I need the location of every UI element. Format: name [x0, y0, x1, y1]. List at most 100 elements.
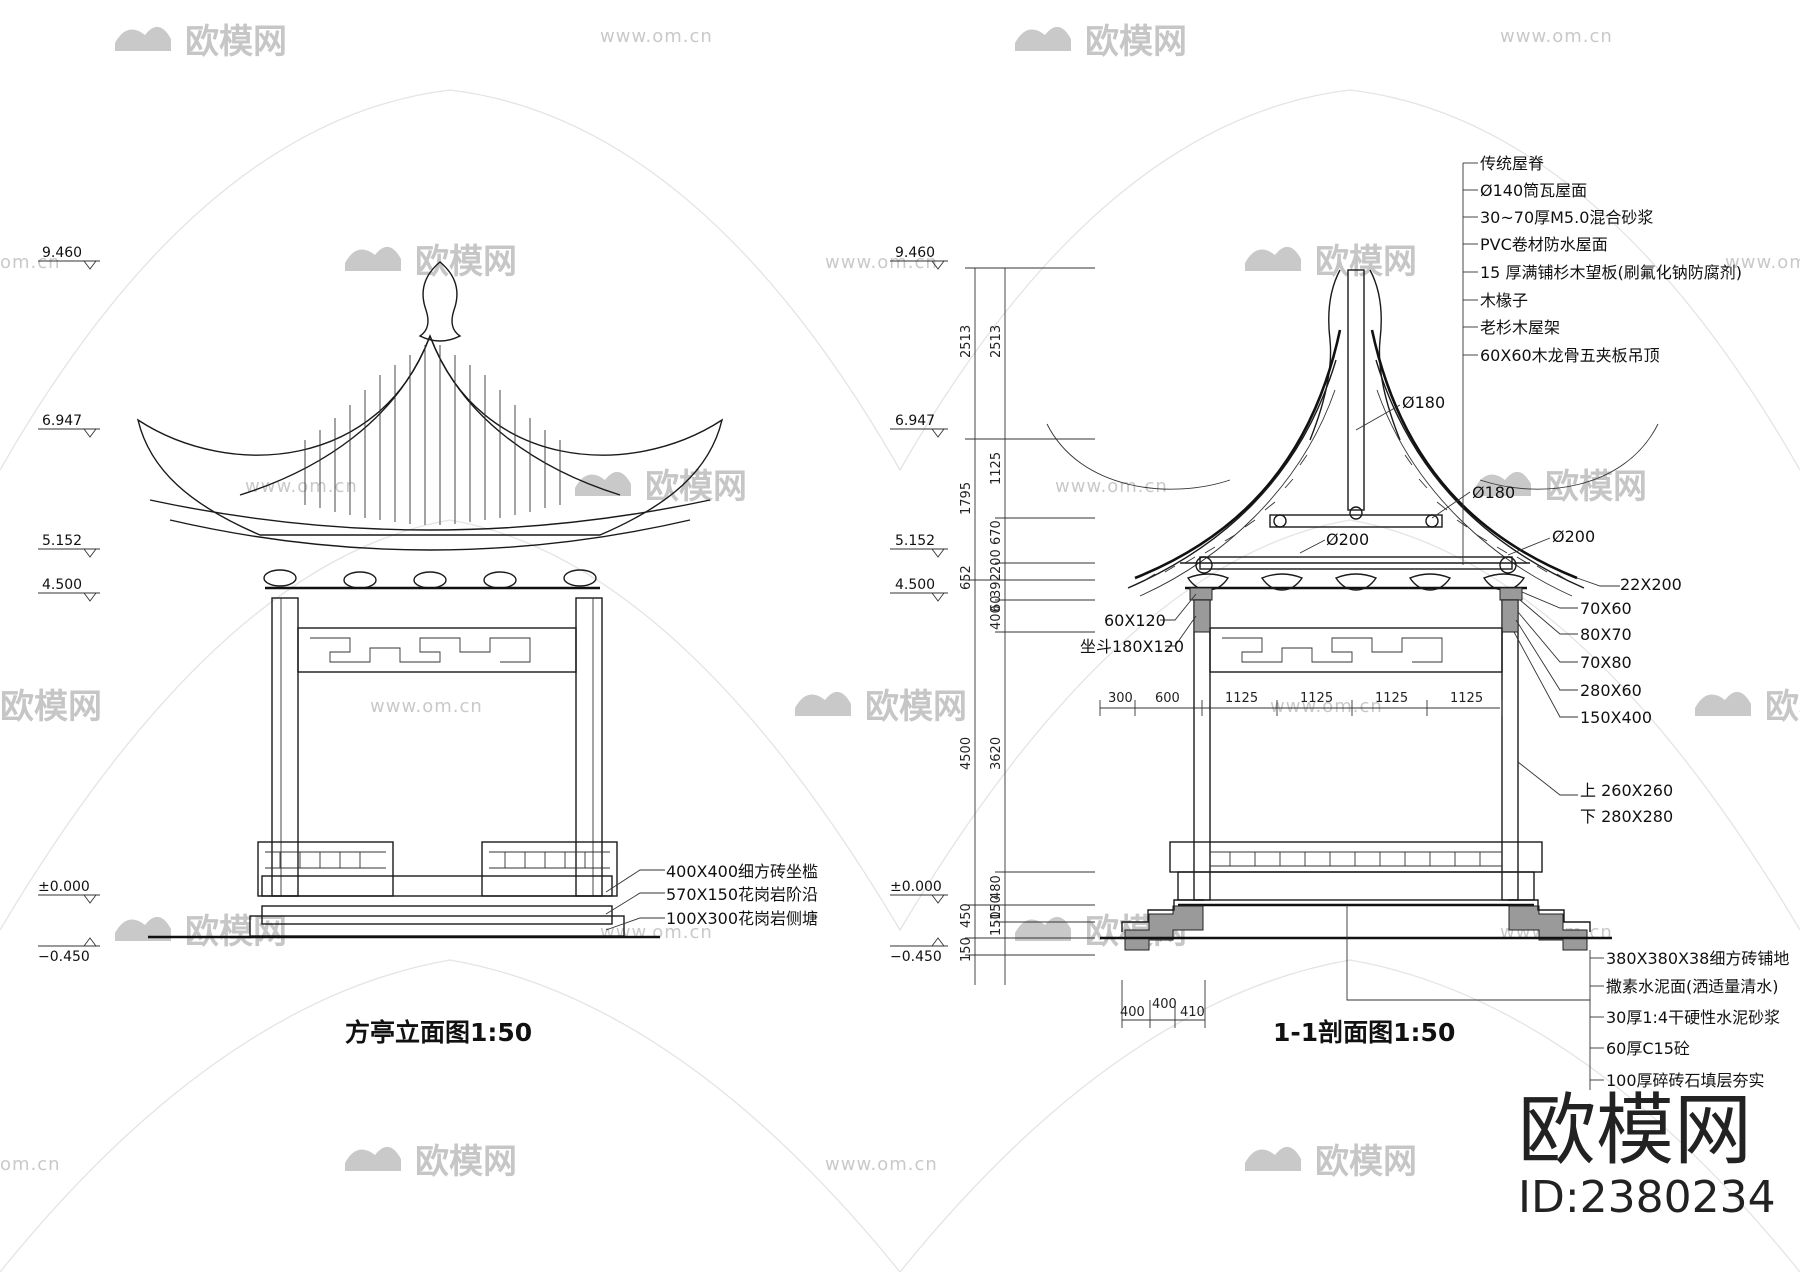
note-rubble-fill: 100厚碎砖石填层夯实 — [1606, 1071, 1765, 1090]
note-granite-step: 570X150花岗岩阶沿 — [666, 885, 818, 904]
lattice-frieze — [297, 627, 577, 673]
label-fascia: 22X200 — [1620, 575, 1682, 594]
section-drawing: 9.460 6.947 5.152 4.500 ±0.000 −0.450 — [890, 154, 1789, 1090]
note-roof-ridge: 传统屋脊 — [1480, 154, 1544, 173]
note-tile-roof: Ø140筒瓦屋面 — [1480, 181, 1587, 200]
elevation-notes: 400X400细方砖坐槛 570X150花岗岩阶沿 100X300花岗岩侧塘 — [605, 862, 818, 931]
vertical-dimension-labels: 2513 1795 652 4500 450 150 2513 1125 670… — [959, 325, 1004, 962]
watermark-logo: 欧模网 — [345, 242, 517, 282]
brand-block: 欧模网 ID:2380234 — [1518, 1086, 1776, 1223]
level-label: 5.152 — [42, 533, 82, 549]
label-member-80x70: 80X70 — [1580, 625, 1632, 644]
dim-label: 200 — [989, 549, 1004, 574]
dim-label: 410 — [1180, 1005, 1205, 1020]
dim-label: 150 — [959, 937, 974, 962]
dim-label: 1795 — [959, 482, 974, 515]
watermark-brand: 欧模网 — [865, 687, 967, 727]
section-column-right — [1501, 599, 1519, 901]
note-bench-tile: 400X400细方砖坐槛 — [666, 862, 818, 881]
dim-label: 1125 — [1300, 691, 1333, 706]
note-roof-board: 15 厚满铺杉木望板(刷氟化钠防腐剂) — [1480, 263, 1742, 282]
note-mortar: 30~70厚M5.0混合砂浆 — [1480, 208, 1653, 227]
dim-label: 480 — [989, 875, 1004, 900]
dim-label: 2513 — [959, 325, 974, 358]
watermark-logo: 欧模网 — [1245, 242, 1417, 282]
label-column-top: 上 260X260 — [1580, 781, 1673, 800]
model-id: ID:2380234 — [1518, 1172, 1776, 1223]
watermark-brand: 欧模网 — [1545, 467, 1647, 507]
dim-label: 4500 — [959, 737, 974, 770]
elevation-level-markers: 9.460 6.947 5.152 4.500 ±0.000 −0.450 — [38, 245, 100, 965]
label-member-60x120: 60X120 — [1104, 611, 1166, 630]
section-brackets — [1186, 573, 1526, 591]
watermark-logo: 欧模网 — [1015, 22, 1187, 62]
dim-label: 652 — [959, 565, 974, 590]
watermark-url: www.om.cn — [600, 26, 713, 47]
note-pvc-membrane: PVC卷材防水屋面 — [1480, 235, 1608, 254]
section-caption: 1-1剖面图1:50 — [1273, 1018, 1455, 1047]
column-right — [575, 597, 603, 897]
watermark-logo: 欧模网 — [1475, 467, 1647, 507]
dim-label: 1125 — [1450, 691, 1483, 706]
horizontal-dimension-chain: 300 600 1125 1125 1125 1125 — [1099, 691, 1503, 716]
section-lattice-frieze — [1209, 627, 1503, 673]
note-cement-face: 撒素水泥面(洒适量清水) — [1606, 977, 1779, 996]
ridge-curve-left — [1309, 269, 1341, 441]
note-floor-tile: 380X380X38细方砖铺地 — [1606, 949, 1789, 968]
step-dimension-chain: 400 400 410 — [1120, 980, 1206, 1028]
watermark-logo: 欧模网 — [115, 912, 287, 952]
dim-label: 400 — [1120, 1005, 1145, 1020]
elevation-caption: 方亭立面图1:50 — [345, 1018, 532, 1047]
note-granite-side: 100X300花岗岩侧塘 — [666, 909, 818, 928]
floor-layer-notes: 380X380X38细方砖铺地 撒素水泥面(洒适量清水) 30厚1:4干硬性水泥… — [1346, 905, 1789, 1090]
watermark-brand: 欧模网 — [415, 242, 517, 282]
watermark-url: om.cn — [0, 252, 61, 273]
note-roof-truss: 老杉木屋架 — [1480, 318, 1560, 337]
level-label: ±0.000 — [890, 879, 942, 895]
watermark-url: www.om.cn — [245, 476, 358, 497]
bench-right — [481, 841, 618, 897]
label-post-diameter: Ø180 — [1402, 393, 1445, 412]
dim-label: 300 — [1108, 691, 1133, 706]
dim-label: 450 — [959, 903, 974, 928]
watermark-url: om.cn — [0, 1154, 61, 1175]
level-label: 6.947 — [895, 413, 935, 429]
label-member-150x400: 150X400 — [1580, 708, 1652, 727]
watermark-logo: 欧模网 — [1695, 687, 1800, 727]
dim-label: 670 — [989, 520, 1004, 545]
level-label: −0.450 — [38, 949, 90, 965]
dim-label: 3620 — [989, 737, 1004, 770]
label-bracket-seat: 坐斗180X120 — [1080, 637, 1184, 656]
watermark-brand: 欧模网 — [1085, 22, 1187, 62]
section-bench — [1169, 841, 1543, 873]
level-label: 9.460 — [42, 245, 82, 261]
note-concrete: 60厚C15砼 — [1606, 1039, 1690, 1058]
dim-label: 1125 — [1225, 691, 1258, 706]
member-labels: Ø180 Ø180 Ø200 Ø200 22X200 70X60 80X70 7… — [1080, 393, 1682, 826]
stone-plinth — [261, 905, 613, 925]
label-member-280x60: 280X60 — [1580, 681, 1642, 700]
dim-label: 1125 — [989, 452, 1004, 485]
section-tiles — [1144, 454, 1568, 581]
watermark-url: www.om.cn — [825, 1154, 938, 1175]
dim-label: 400 — [989, 605, 1004, 630]
level-label: −0.450 — [890, 949, 942, 965]
label-purlin-diameter: Ø180 — [1472, 483, 1515, 502]
section-column-left — [1193, 599, 1211, 901]
dim-label: 600 — [1155, 691, 1180, 706]
upper-beam — [1269, 514, 1443, 528]
dim-label: 60 — [989, 595, 1004, 612]
label-beam-diameter-right: Ø200 — [1552, 527, 1595, 546]
watermark-brand: 欧模网 — [1315, 242, 1417, 282]
watermark-brand: 欧模网 — [185, 22, 287, 62]
label-member-70x80: 70X80 — [1580, 653, 1632, 672]
dim-label: 1125 — [1375, 691, 1408, 706]
elevation-drawing: 9.460 6.947 5.152 4.500 ±0.000 −0.450 — [38, 245, 818, 1047]
label-column-bottom: 下 280X280 — [1580, 807, 1673, 826]
watermark-brand: 欧模网 — [185, 912, 287, 952]
watermark-logo: 欧模网 — [0, 687, 102, 727]
roof-finial — [418, 261, 462, 342]
watermark-url: www.om.cn — [1500, 26, 1613, 47]
